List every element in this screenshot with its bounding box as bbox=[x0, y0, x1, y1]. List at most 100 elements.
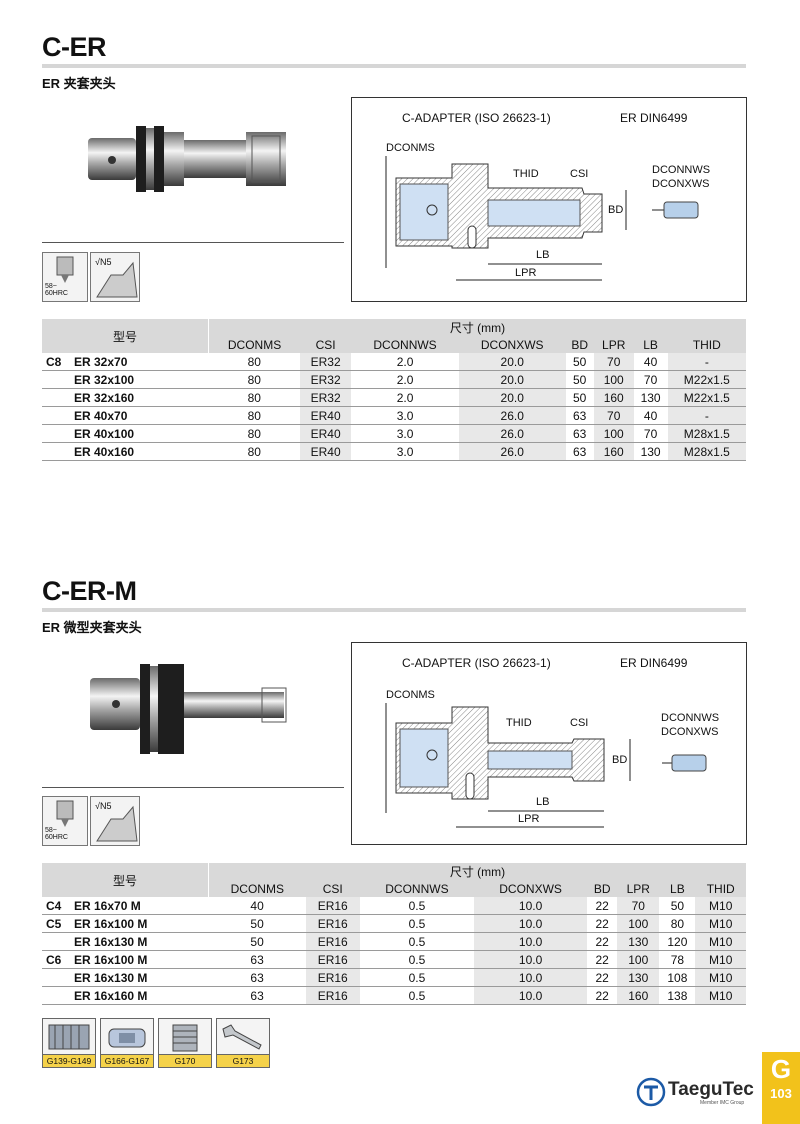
accessory-wrench[interactable]: G173 bbox=[216, 1018, 270, 1068]
model-cell: ER 40x70 bbox=[42, 406, 209, 425]
dim-lb: LB bbox=[536, 796, 550, 808]
table-cell: 2.0 bbox=[351, 388, 459, 407]
table-cell: ER16 bbox=[305, 932, 360, 951]
accessory-page-ref: G139-G149 bbox=[42, 1054, 96, 1068]
table-cell: 70 bbox=[633, 370, 668, 389]
dim-lpr: LPR bbox=[515, 267, 537, 279]
model-code: ER 40x70 bbox=[74, 408, 128, 423]
table-cell: 130 bbox=[617, 968, 660, 987]
col-header: DCONNWS bbox=[359, 880, 475, 897]
table-cell: 63 bbox=[208, 986, 306, 1005]
table-cell: 70 bbox=[633, 424, 668, 443]
technical-drawing: C-ADAPTER (ISO 26623-1) ER DIN6499 DCONM… bbox=[351, 97, 747, 302]
table-cell: 63 bbox=[565, 442, 594, 461]
section-subtitle: ER 夹套夹头 bbox=[42, 76, 116, 91]
hardness-tester-icon bbox=[56, 800, 74, 827]
dim-lb: LB bbox=[536, 249, 550, 261]
table-cell: 160 bbox=[593, 442, 634, 461]
table-cell: 0.5 bbox=[359, 986, 475, 1005]
table-cell: 100 bbox=[617, 950, 660, 969]
table-cell: 22 bbox=[587, 932, 618, 951]
table-cell: ER16 bbox=[305, 968, 360, 987]
table-cell: 20.0 bbox=[458, 388, 566, 407]
table-cell: ER16 bbox=[305, 897, 360, 915]
technical-drawing: C-ADAPTER (ISO 26623-1) ER DIN6499 DCONM… bbox=[351, 642, 747, 845]
table-cell: M10 bbox=[695, 897, 746, 915]
table-cell: 80 bbox=[208, 442, 301, 461]
brand-name: TaeguTec bbox=[668, 1079, 754, 1100]
dim-dconnws: DCONNWS bbox=[661, 712, 720, 724]
col-header: DCONNWS bbox=[351, 336, 459, 353]
product-photo-c-er bbox=[88, 126, 286, 192]
col-header: LB bbox=[633, 336, 668, 353]
table-cell: 10.0 bbox=[474, 950, 588, 969]
table-cell: 50 bbox=[208, 914, 306, 933]
table-cell: - bbox=[667, 406, 746, 425]
table-cell: 70 bbox=[593, 353, 634, 371]
table-cell: 50 bbox=[659, 897, 696, 915]
accessory-screw[interactable]: G170 bbox=[158, 1018, 212, 1068]
table-cell: 22 bbox=[587, 968, 618, 987]
col-dimensions: 尺寸 (mm) bbox=[208, 863, 746, 880]
accessory-nut[interactable]: G166-G167 bbox=[100, 1018, 154, 1068]
clamping-nut-icon bbox=[108, 1028, 146, 1048]
table-cell: 80 bbox=[208, 406, 301, 425]
model-code: ER 40x160 bbox=[74, 444, 135, 459]
table-cell: 20.0 bbox=[458, 370, 566, 389]
section-title: C-ER bbox=[42, 32, 107, 62]
drawing-title: C-ADAPTER (ISO 26623-1) bbox=[402, 656, 551, 670]
accessory-page-ref: G170 bbox=[158, 1054, 212, 1068]
table-cell: 22 bbox=[587, 986, 618, 1005]
table-cell: 138 bbox=[659, 986, 696, 1005]
table-cell: M22x1.5 bbox=[667, 370, 746, 389]
table-cell: 63 bbox=[565, 424, 594, 443]
dim-csi: CSI bbox=[570, 717, 589, 729]
page-tab: G 103 bbox=[762, 1052, 800, 1124]
table-cell: M10 bbox=[695, 914, 746, 933]
table-cell: 0.5 bbox=[359, 932, 475, 951]
drawing-title: C-ADAPTER (ISO 26623-1) bbox=[402, 111, 551, 125]
col-header: THID bbox=[695, 880, 746, 897]
dim-dconnws: DCONNWS bbox=[652, 164, 711, 176]
accessory-page-ref: G166-G167 bbox=[100, 1054, 154, 1068]
table-cell: 0.5 bbox=[359, 968, 475, 987]
dim-bd: BD bbox=[612, 754, 628, 766]
section-title: C-ER-M bbox=[42, 576, 137, 606]
shank-size: C4 bbox=[46, 898, 62, 913]
table-cell: 100 bbox=[617, 914, 660, 933]
dim-bd: BD bbox=[608, 204, 624, 216]
dim-thid: THID bbox=[506, 717, 532, 729]
hardness-label: 58~ 60HRC bbox=[45, 283, 68, 297]
finish-badge: √N5 bbox=[90, 252, 140, 302]
table-cell: ER40 bbox=[300, 442, 352, 461]
wrench-icon bbox=[222, 1024, 262, 1050]
col-dimensions: 尺寸 (mm) bbox=[208, 319, 746, 336]
table-cell: 2.0 bbox=[351, 370, 459, 389]
table-cell: M10 bbox=[695, 968, 746, 987]
model-code: ER 40x100 bbox=[74, 426, 135, 441]
table-cell: 26.0 bbox=[458, 442, 566, 461]
shank-size: C6 bbox=[46, 952, 62, 967]
holder-section-drawing bbox=[385, 703, 707, 828]
table-cell: 0.5 bbox=[359, 897, 475, 915]
accessory-collets[interactable]: G139-G149 bbox=[42, 1018, 96, 1068]
table-cell: 80 bbox=[659, 914, 696, 933]
table-cell: 80 bbox=[208, 353, 301, 371]
hardness-badge: 58~ 60HRC bbox=[42, 796, 88, 846]
model-cell: ER 32x160 bbox=[42, 388, 209, 407]
dim-dconms: DCONMS bbox=[386, 689, 435, 701]
finish-badge: √N5 bbox=[90, 796, 140, 846]
table-cell: 10.0 bbox=[474, 968, 588, 987]
shank-size: C5 bbox=[46, 916, 62, 931]
table-cell: 50 bbox=[565, 353, 594, 371]
model-cell: ER 32x100 bbox=[42, 370, 209, 389]
model-code: ER 16x130 M bbox=[74, 970, 148, 985]
model-cell: ER 40x100 bbox=[42, 424, 209, 443]
table-cell: 40 bbox=[633, 406, 668, 425]
col-header: LPR bbox=[617, 880, 660, 897]
col-header: DCONMS bbox=[208, 880, 306, 897]
